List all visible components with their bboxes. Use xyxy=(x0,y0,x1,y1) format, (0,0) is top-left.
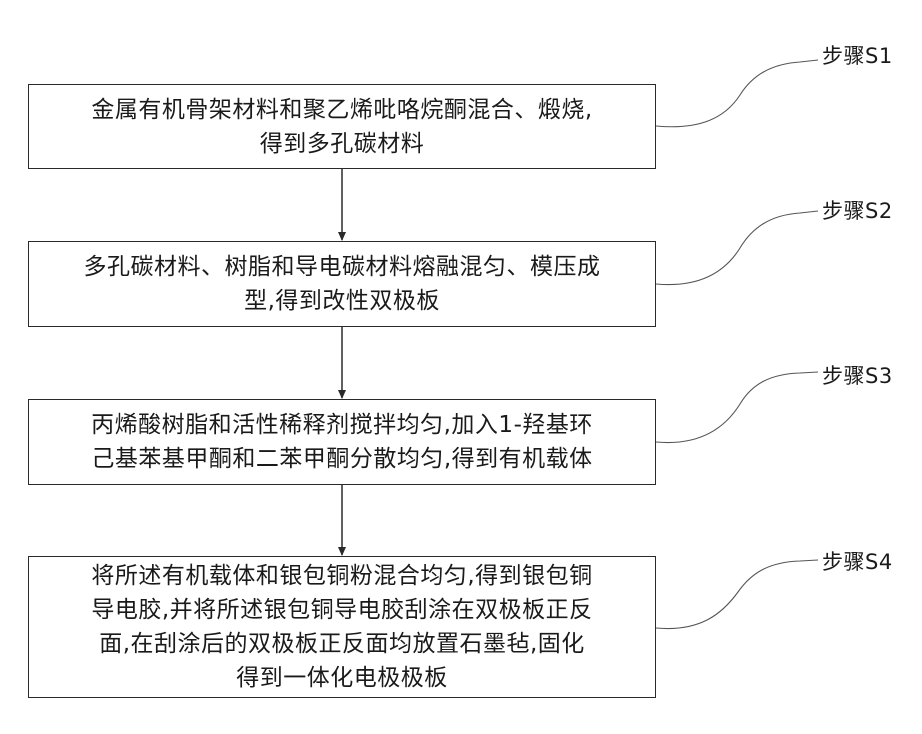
step-s4-line-1: 将所述有机载体和银包铜粉混合均匀,得到银包铜 xyxy=(91,559,592,593)
step-s1-line-1: 金属有机骨架材料和聚乙烯吡咯烷酮混合、煅烧, xyxy=(91,93,592,127)
step-label-s3: 步骤S3 xyxy=(822,360,893,390)
leader-line-s2 xyxy=(656,211,818,285)
step-s4-line-4: 得到一体化电极极板 xyxy=(236,661,448,695)
step-s3-line-2: 己基苯基甲酮和二苯甲酮分散均匀,得到有机载体 xyxy=(91,442,592,476)
leader-line-s3 xyxy=(656,372,818,443)
step-box-s2: 多孔碳材料、树脂和导电碳材料熔融混匀、模压成 型,得到改性双极板 xyxy=(28,241,656,327)
leader-line-s1 xyxy=(656,60,818,127)
step-label-s2: 步骤S2 xyxy=(822,195,893,225)
step-s4-line-2: 导电胶,并将所述银包铜导电胶刮涂在双极板正反 xyxy=(91,593,592,627)
step-label-s4: 步骤S4 xyxy=(822,546,893,576)
leader-line-s4 xyxy=(656,560,818,629)
step-s2-line-1: 多孔碳材料、树脂和导电碳材料熔融混匀、模压成 xyxy=(84,250,601,284)
step-box-s4: 将所述有机载体和银包铜粉混合均匀,得到银包铜 导电胶,并将所述银包铜导电胶刮涂在… xyxy=(28,556,656,698)
step-s2-line-2: 型,得到改性双极板 xyxy=(244,284,440,318)
step-s1-line-2: 得到多孔碳材料 xyxy=(260,127,425,161)
step-box-s3: 丙烯酸树脂和活性稀释剂搅拌均匀,加入1-羟基环 己基苯基甲酮和二苯甲酮分散均匀,… xyxy=(28,399,656,485)
step-s4-line-3: 面,在刮涂后的双极板正反面均放置石墨毡,固化 xyxy=(99,627,585,661)
step-box-s1: 金属有机骨架材料和聚乙烯吡咯烷酮混合、煅烧, 得到多孔碳材料 xyxy=(28,84,656,169)
step-label-s1: 步骤S1 xyxy=(822,40,893,70)
step-s3-line-1: 丙烯酸树脂和活性稀释剂搅拌均匀,加入1-羟基环 xyxy=(91,408,593,442)
